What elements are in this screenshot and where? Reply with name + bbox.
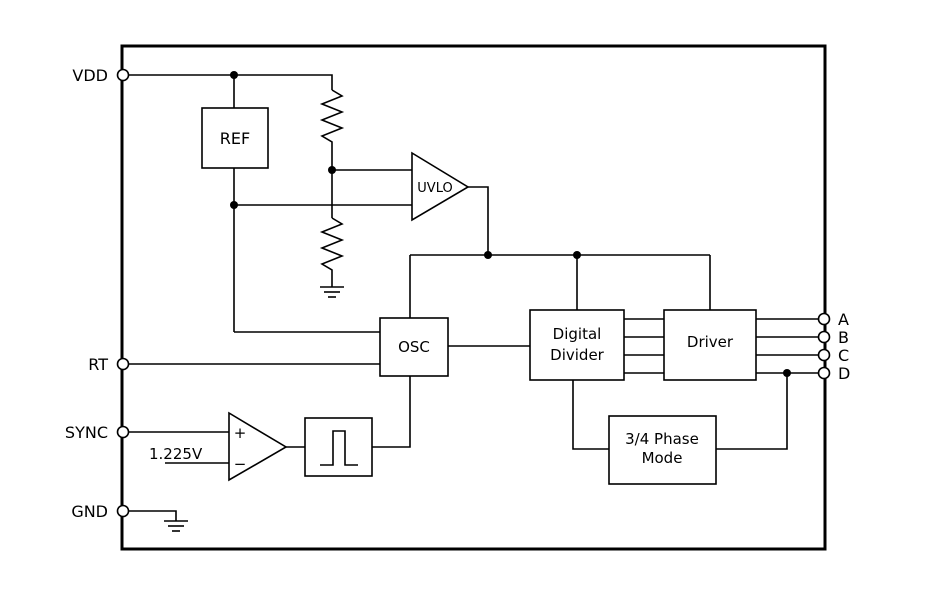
ground-symbol-internal	[320, 286, 344, 298]
driver-label: Driver	[687, 333, 734, 351]
ref-label: REF	[220, 129, 250, 148]
digital-divider-label-line2: Divider	[550, 346, 605, 364]
osc-label: OSC	[398, 338, 430, 356]
uvlo-comparator: UVLO	[411, 151, 470, 222]
driver-block: Driver	[663, 309, 757, 381]
ref-block: REF	[201, 107, 269, 169]
pin-b: B	[817, 328, 849, 347]
pin-sync: SYNC	[65, 423, 130, 442]
ground-symbol-gnd	[164, 520, 188, 532]
pin-vdd: VDD	[72, 66, 130, 85]
pin-d-label: D	[838, 364, 850, 383]
pin-rt: RT	[88, 355, 130, 374]
pin-gnd: GND	[71, 502, 130, 521]
reference-voltage-label: 1.225V	[149, 445, 203, 463]
phase-mode-label-line1: 3/4 Phase	[625, 430, 699, 448]
pin-rt-label: RT	[88, 355, 108, 374]
sync-comparator: + −	[228, 411, 288, 482]
pin-c: C	[817, 346, 849, 365]
digital-divider-label-line1: Digital	[553, 325, 602, 343]
pin-c-label: C	[838, 346, 849, 365]
one-shot-pulse-block	[304, 417, 373, 477]
pin-gnd-label: GND	[71, 502, 108, 521]
pin-b-label: B	[838, 328, 849, 347]
pin-a-label: A	[838, 310, 849, 329]
uvlo-label: UVLO	[417, 181, 452, 196]
digital-divider-block: Digital Divider	[529, 309, 625, 381]
comparator-minus-sign: −	[234, 455, 247, 473]
osc-block: OSC	[379, 317, 449, 377]
wires	[129, 74, 818, 521]
pin-sync-label: SYNC	[65, 423, 108, 442]
pulse-icon	[320, 430, 358, 466]
pin-a: A	[817, 310, 849, 329]
chip-outline	[120, 44, 827, 551]
junctions	[230, 71, 791, 377]
comparator-plus-sign: +	[234, 424, 247, 442]
pin-vdd-label: VDD	[72, 66, 108, 85]
pin-d: D	[817, 364, 850, 383]
phase-mode-label-line2: Mode	[642, 449, 683, 467]
phase-mode-block: 3/4 Phase Mode	[608, 415, 717, 485]
